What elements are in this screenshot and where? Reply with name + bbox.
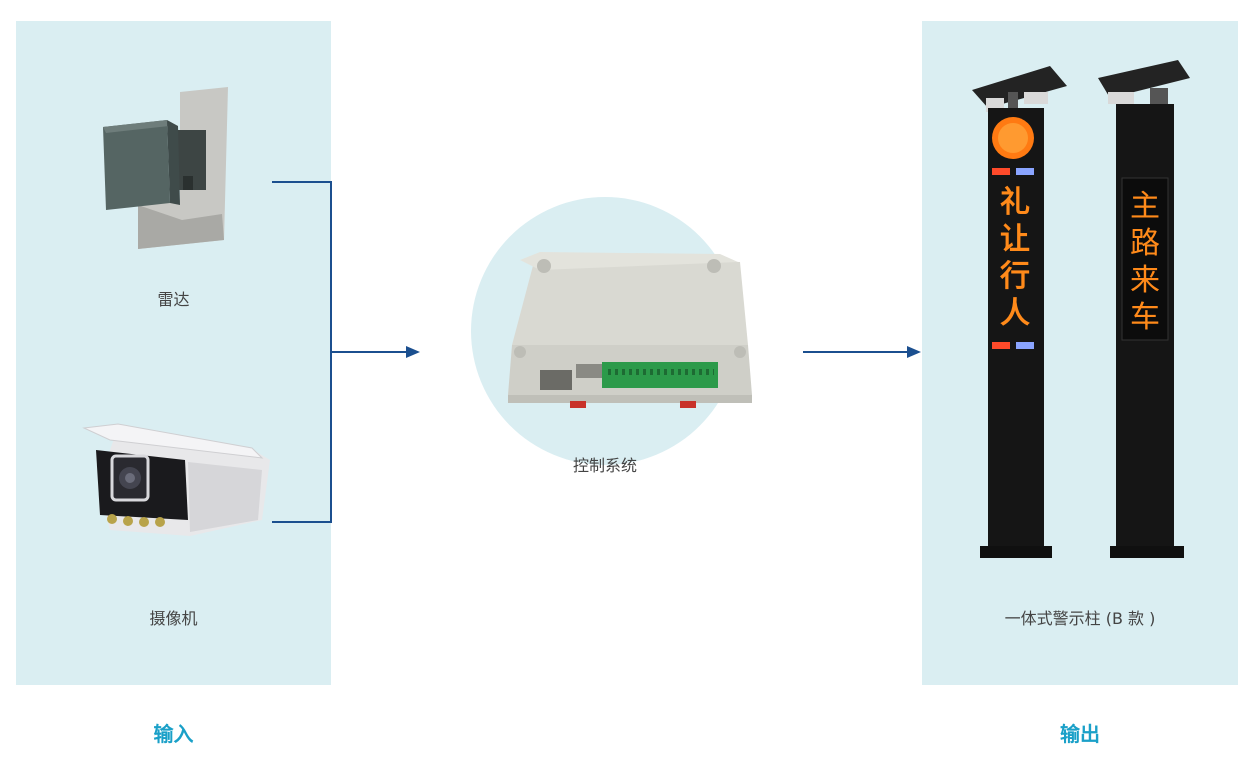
camera-icon xyxy=(82,423,270,536)
radar-label: 雷达 xyxy=(157,290,190,309)
led-char: 路 xyxy=(1130,226,1160,261)
led-char: 来 xyxy=(1130,263,1160,298)
warning-pole-right xyxy=(1098,60,1190,558)
led-char: 行 xyxy=(1000,259,1030,294)
output-panel xyxy=(922,21,1238,685)
input-section-label: 输入 xyxy=(153,722,194,746)
led-text-right: 主 路 来 车 xyxy=(1122,188,1168,336)
led-char: 主 xyxy=(1130,189,1160,224)
led-char: 人 xyxy=(1000,296,1030,331)
led-text-left: 礼 让 行 人 xyxy=(993,184,1037,332)
led-char: 礼 xyxy=(1000,185,1030,220)
control-system-label: 控制系统 xyxy=(572,456,637,475)
input-connector xyxy=(272,181,420,523)
led-char: 让 xyxy=(1000,222,1030,257)
camera-label: 摄像机 xyxy=(149,609,198,628)
radar-icon xyxy=(103,87,228,249)
controller-icon xyxy=(508,252,752,408)
warning-pole-label: 一体式警示柱 (B 款 ) xyxy=(1004,609,1156,628)
output-arrow xyxy=(803,346,921,358)
led-char: 车 xyxy=(1130,300,1160,335)
warning-pole-left xyxy=(972,66,1067,558)
output-section-label: 输出 xyxy=(1060,722,1100,746)
